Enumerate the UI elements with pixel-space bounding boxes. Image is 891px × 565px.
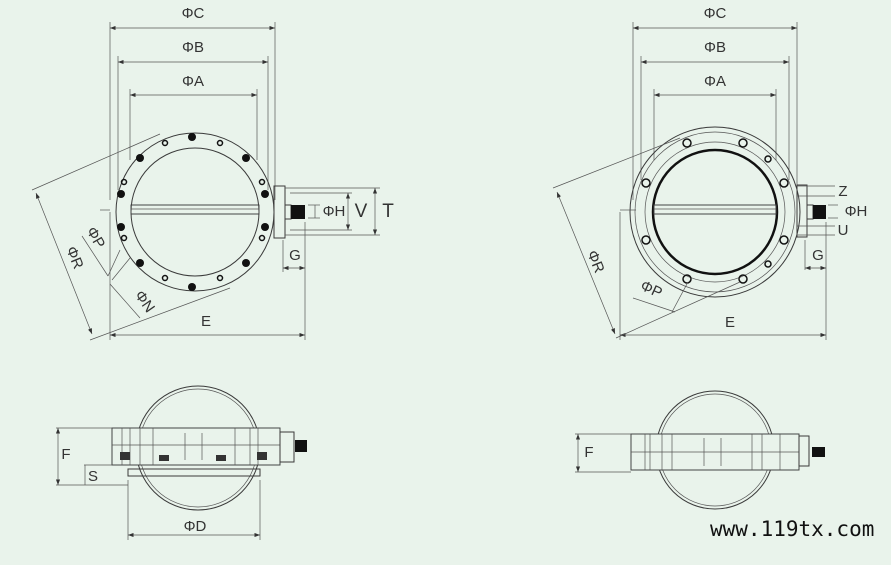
- label-dia-p: ΦP: [83, 224, 109, 252]
- actuator-flange: [273, 185, 286, 239]
- label-u: U: [838, 222, 849, 239]
- shaft-end: [812, 447, 825, 457]
- label-z: Z: [838, 183, 847, 200]
- bore: [130, 147, 260, 277]
- disc: [130, 204, 260, 215]
- label-f: F: [61, 446, 70, 463]
- label-t: T: [382, 201, 394, 222]
- shaft-end: [291, 205, 305, 219]
- label-dia-c-right: ΦC: [704, 5, 727, 22]
- shaft-end: [295, 440, 307, 452]
- shaft-end: [813, 205, 826, 219]
- label-dia-h-right: ΦH: [845, 203, 868, 220]
- label-dia-d: ΦD: [184, 518, 207, 535]
- disc: [653, 204, 777, 215]
- label-s: S: [88, 468, 98, 485]
- label-dia-a: ΦA: [182, 73, 204, 90]
- label-f-right: F: [584, 444, 593, 461]
- label-dia-b-right: ΦB: [704, 39, 726, 56]
- label-dia-r: ΦR: [62, 244, 86, 272]
- label-dia-h: ΦH: [323, 203, 346, 220]
- right-side-view: F: [575, 390, 825, 510]
- bolt-holes: [641, 138, 789, 284]
- right-front-view: ΦC ΦB ΦA Z ΦH U G E: [552, 5, 868, 340]
- bore-seal: [651, 148, 779, 276]
- label-g: G: [289, 247, 301, 264]
- label-e-right: E: [725, 314, 735, 331]
- left-front-view: ΦC ΦB ΦA: [31, 5, 394, 341]
- bolt-holes: [117, 133, 269, 291]
- label-dia-r-right: ΦR: [583, 248, 607, 276]
- label-dia-p-right: ΦP: [638, 277, 665, 302]
- label-e: E: [201, 313, 211, 330]
- left-side-view: F S ΦD: [55, 385, 307, 540]
- label-dia-b: ΦB: [182, 39, 204, 56]
- label-dia-c: ΦC: [182, 5, 205, 22]
- label-dia-n: ΦN: [131, 287, 158, 315]
- label-v: V: [355, 201, 368, 222]
- watermark: www.119tx.com: [710, 517, 875, 541]
- label-dia-a-right: ΦA: [704, 73, 726, 90]
- label-g-right: G: [812, 247, 824, 264]
